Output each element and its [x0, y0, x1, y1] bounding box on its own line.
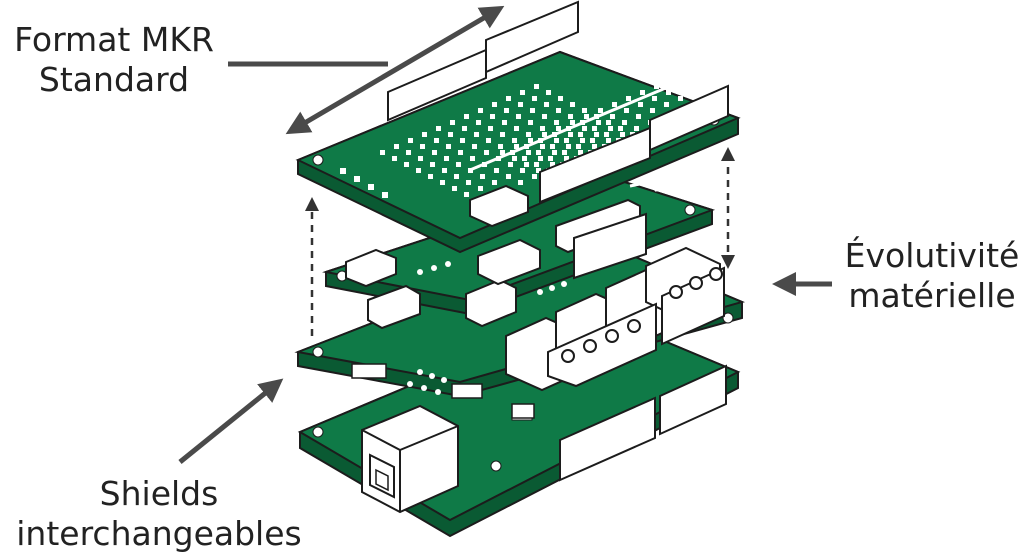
label-evol-line-1: Évolutivité [844, 236, 1020, 275]
proto-hole-grid [0, 0, 695, 203]
up-right-arrow-icon [178, 378, 284, 464]
label-shields-line-2: interchangeables [16, 514, 302, 553]
ethernet-jack [361, 404, 459, 514]
label-format-mkr: Format MKR Standard [0, 20, 228, 100]
board-relay-shield [294, 236, 746, 419]
terminal-blocks [547, 266, 725, 388]
annotation-arrows [178, 5, 832, 464]
label-shields: Shields interchangeables [0, 474, 318, 554]
label-shields-line-1: Shields [99, 474, 219, 513]
label-evolutivite: Évolutivité matérielle [840, 236, 1024, 316]
double-headed-arrow-icon [285, 5, 505, 135]
label-evol-line-2: matérielle [848, 276, 1016, 315]
label-format-line-2: Standard [38, 60, 190, 99]
label-format-line-1: Format MKR [14, 20, 214, 59]
